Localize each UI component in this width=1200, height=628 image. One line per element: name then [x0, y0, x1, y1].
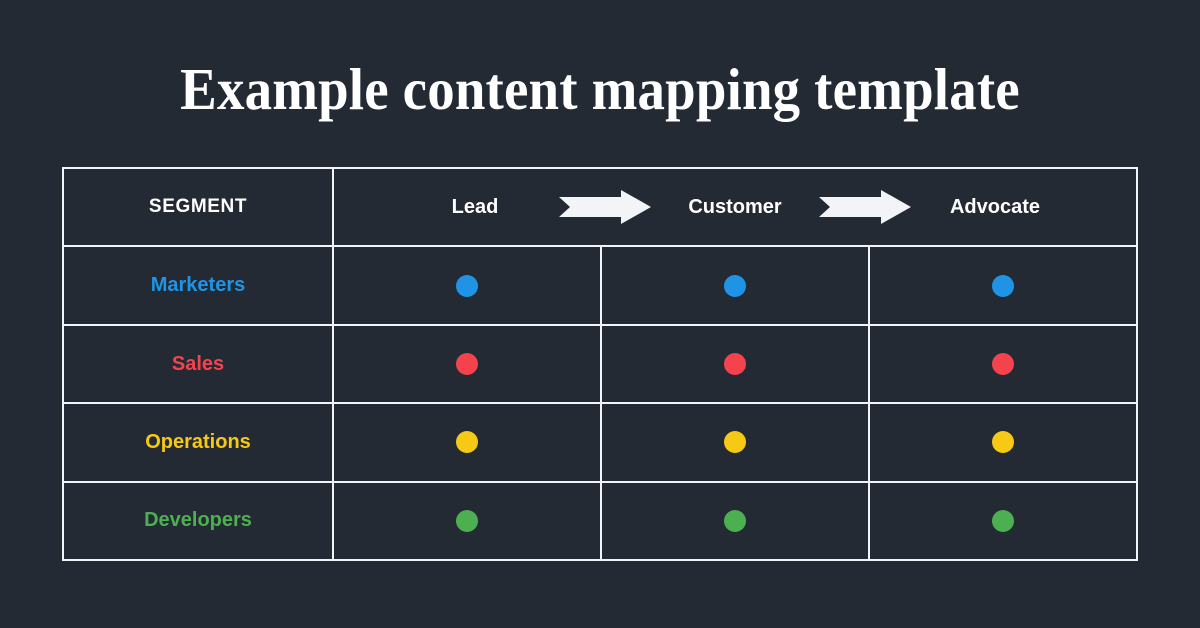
- segment-cell-sales: Sales: [64, 325, 334, 403]
- page-title: Example content mapping template: [180, 56, 1020, 122]
- header-cell-segment: SEGMENT: [64, 169, 334, 246]
- table-row: Sales: [64, 325, 1136, 405]
- status-dot: [724, 509, 746, 532]
- marker-cell-operations-lead: [334, 404, 602, 481]
- segment-label-developers: Developers: [144, 509, 252, 532]
- arrow-right-icon: [810, 190, 920, 225]
- marker-cell-developers-lead: [334, 482, 602, 560]
- arrow-right-icon: [550, 190, 660, 225]
- segment-cell-marketers: Marketers: [64, 247, 334, 324]
- marker-cell-marketers-advocate: [870, 247, 1136, 323]
- marker-cell-sales-lead: [334, 325, 602, 403]
- status-dot: [456, 431, 478, 454]
- stage-header-advocate: Advocate: [949, 195, 1041, 218]
- status-dot: [456, 509, 478, 532]
- marker-cell-sales-advocate: [870, 326, 1136, 402]
- status-dot: [724, 353, 746, 376]
- marker-cell-marketers-customer: [602, 247, 870, 324]
- status-dot: [992, 509, 1014, 532]
- status-dot: [992, 274, 1014, 297]
- segment-label-sales: Sales: [171, 352, 225, 375]
- segment-cell-operations: Operations: [64, 404, 334, 481]
- status-dot: [992, 431, 1014, 454]
- segment-cell-developers: Developers: [64, 482, 334, 560]
- status-dot: [724, 274, 746, 297]
- marker-cell-operations-customer: [602, 404, 870, 481]
- table-row: Marketers: [64, 247, 1136, 326]
- segment-label-operations: Operations: [145, 430, 251, 453]
- marker-cell-marketers-lead: [334, 247, 602, 324]
- table-header-row: SEGMENT Lead Customer Advocate: [64, 169, 1136, 248]
- stage-header-customer: Customer: [688, 195, 782, 218]
- table-row: Operations: [64, 404, 1136, 483]
- status-dot: [456, 274, 478, 297]
- content-mapping-table: SEGMENT Lead Customer Advocate: [62, 167, 1138, 561]
- status-dot: [456, 353, 478, 376]
- marker-cell-developers-advocate: [870, 483, 1136, 559]
- segment-column-header-label: SEGMENT: [148, 196, 248, 218]
- status-dot: [992, 353, 1014, 376]
- table-row: Developers: [64, 482, 1136, 560]
- segment-label-marketers: Marketers: [150, 274, 246, 297]
- header-cell-journey-stages: Lead Customer Advocate: [334, 169, 1136, 245]
- marker-cell-developers-customer: [602, 482, 870, 560]
- status-dot: [724, 431, 746, 454]
- marker-cell-operations-advocate: [870, 404, 1136, 480]
- stage-header-lead: Lead: [451, 195, 499, 218]
- marker-cell-sales-customer: [602, 325, 870, 403]
